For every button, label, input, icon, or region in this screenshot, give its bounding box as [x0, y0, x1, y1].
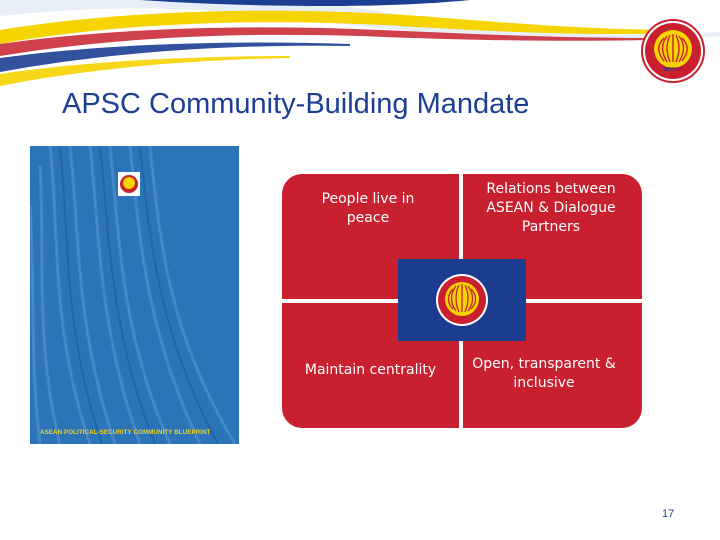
asean-emblem-icon	[398, 259, 526, 341]
quadrant-label: People live in peace	[308, 190, 428, 228]
asean-logo-icon: asean	[640, 18, 706, 84]
quadrant-label: Relations between ASEAN & Dialogue Partn…	[471, 180, 631, 237]
quadrant-label: Open, transparent & inclusive	[469, 355, 619, 393]
page-number: 17	[662, 508, 674, 520]
cover-title: ASEAN POLITICAL-SECURITY COMMUNITY BLUEP…	[40, 429, 211, 436]
quadrant-label: Maintain centrality	[282, 361, 459, 380]
asean-flag-badge	[398, 259, 526, 341]
slide-title: APSC Community-Building Mandate	[62, 88, 529, 121]
blueprint-cover-image: ASEAN POLITICAL-SECURITY COMMUNITY BLUEP…	[30, 146, 239, 444]
logo-text: asean	[663, 66, 682, 73]
